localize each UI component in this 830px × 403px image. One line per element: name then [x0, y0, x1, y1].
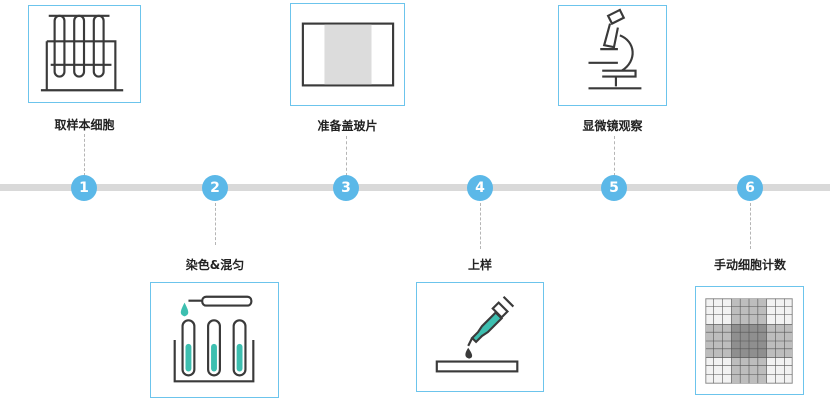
step-4-label: 上样	[467, 258, 492, 272]
step-6-label: 手动细胞计数	[713, 258, 786, 272]
step-6-marker: 6	[737, 175, 763, 201]
microscope-icon	[588, 8, 642, 90]
step-4-connector	[480, 203, 481, 249]
step-2-connector	[215, 203, 216, 245]
step-2-card	[150, 282, 279, 398]
step-4-marker: 4	[467, 175, 493, 201]
step-1-card	[28, 5, 141, 103]
step-1-connector	[84, 134, 85, 176]
cover-slip-icon	[301, 22, 395, 87]
test-tubes-icon	[40, 14, 124, 92]
step-5-connector	[614, 136, 615, 176]
step-6-card	[695, 286, 804, 395]
step-3-marker: 3	[333, 175, 359, 201]
counting-grid-icon	[705, 298, 793, 384]
step-3-connector	[346, 136, 347, 176]
step-3-card	[290, 3, 405, 106]
dropper-tubes-icon	[173, 295, 255, 383]
step-2-label: 染色&混匀	[185, 258, 245, 272]
step-1-marker: 1	[71, 175, 97, 201]
step-1-label: 取样本细胞	[54, 118, 115, 132]
step-6-connector	[750, 203, 751, 249]
step-5-card	[558, 5, 667, 106]
step-3-label: 准备盖玻片	[317, 119, 378, 133]
step-5-label: 显微镜观察	[582, 119, 643, 133]
pipette-slide-icon	[435, 295, 519, 373]
step-4-card	[416, 282, 544, 392]
step-5-marker: 5	[601, 175, 627, 201]
timeline-line	[0, 184, 830, 191]
step-2-marker: 2	[202, 175, 228, 201]
